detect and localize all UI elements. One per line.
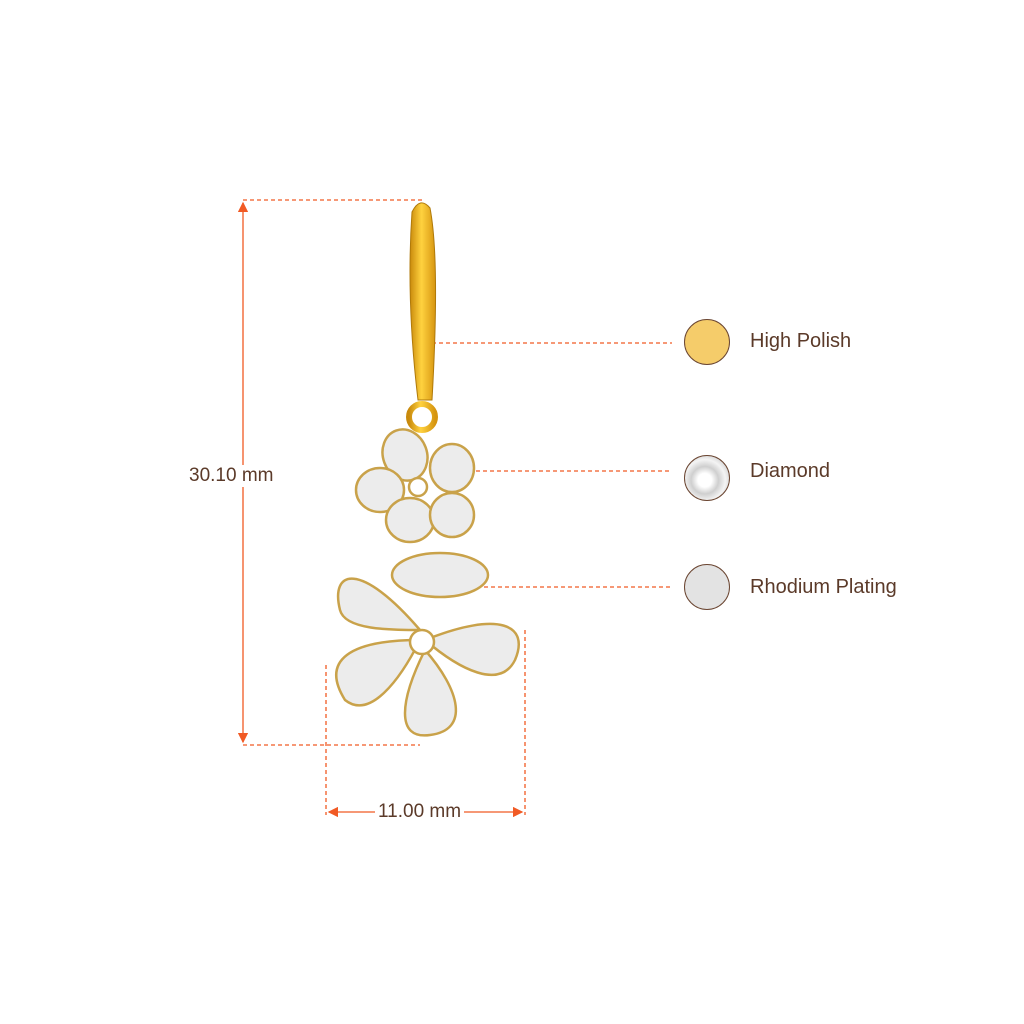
diamond-swatch-icon bbox=[684, 455, 730, 501]
earring-illustration bbox=[335, 202, 520, 737]
rhodium-swatch-icon bbox=[684, 564, 730, 610]
width-dimension-label: 11.00 mm bbox=[375, 801, 465, 823]
earring-hook bbox=[409, 202, 437, 401]
earring-jump-ring bbox=[406, 401, 438, 433]
gold-swatch-icon bbox=[684, 319, 730, 365]
height-dimension-label: 30.10 mm bbox=[186, 465, 277, 487]
upper-flower bbox=[354, 428, 476, 544]
legend-label-rhodium-plating: Rhodium Plating bbox=[750, 576, 897, 598]
legend-label-diamond: Diamond bbox=[750, 460, 831, 482]
lower-flower bbox=[335, 551, 520, 737]
legend-label-high-polish: High Polish bbox=[750, 330, 852, 352]
